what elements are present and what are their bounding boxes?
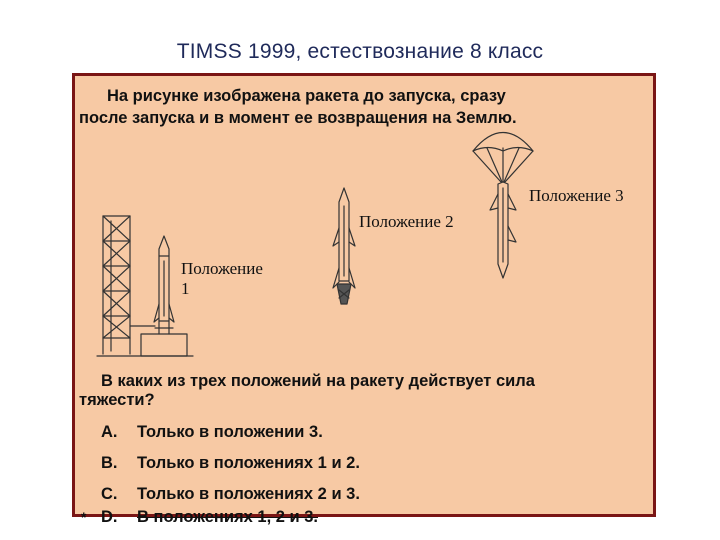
option-a[interactable]: A. Только в положении 3. bbox=[101, 423, 323, 442]
option-letter: B. bbox=[101, 454, 118, 472]
position-3-label: Положение 3 bbox=[527, 186, 626, 206]
option-text: В положениях 1, 2 и 3. bbox=[137, 508, 319, 526]
option-letter: C. bbox=[101, 485, 118, 503]
parachute-icon bbox=[472, 131, 534, 183]
question-intro: На рисунке изображена ракета до запуска,… bbox=[79, 85, 651, 129]
option-c[interactable]: C. Только в положениях 2 и 3. bbox=[101, 485, 360, 504]
rocket-position-2-icon bbox=[332, 187, 356, 305]
position-1-label: Положение 1 bbox=[179, 259, 287, 299]
launch-tower-icon bbox=[102, 215, 156, 355]
question-panel: На рисунке изображена ракета до запуска,… bbox=[72, 73, 656, 526]
correct-answer-marker: * bbox=[81, 509, 87, 525]
launch-pad-icon bbox=[96, 333, 194, 357]
rocket-illustration bbox=[96, 131, 534, 357]
intro-line-2: после запуска и в момент ее возвращения … bbox=[79, 109, 517, 127]
question-prompt: В каких из трех положений на ракету дейс… bbox=[79, 372, 651, 410]
rocket-position-3-icon bbox=[489, 181, 517, 279]
position-1-word: Положение bbox=[181, 259, 263, 278]
option-letter: A. bbox=[101, 423, 118, 441]
prompt-line-2: тяжести? bbox=[79, 391, 155, 409]
option-b[interactable]: B. Только в положениях 1 и 2. bbox=[101, 454, 360, 473]
position-1-number: 1 bbox=[181, 279, 190, 298]
option-letter: D. bbox=[101, 508, 118, 526]
intro-line-1: На рисунке изображена ракета до запуска,… bbox=[107, 87, 506, 105]
option-text: Только в положении 3. bbox=[137, 423, 323, 441]
position-2-label: Положение 2 bbox=[357, 212, 456, 232]
option-d[interactable]: D. В положениях 1, 2 и 3. bbox=[101, 508, 318, 527]
option-text: Только в положениях 2 и 3. bbox=[137, 485, 360, 503]
option-text: Только в положениях 1 и 2. bbox=[137, 454, 360, 472]
rocket-position-1-icon bbox=[153, 235, 175, 335]
prompt-line-1: В каких из трех положений на ракету дейс… bbox=[101, 372, 535, 390]
slide-title: TIMSS 1999, естествознание 8 класс bbox=[176, 40, 544, 63]
